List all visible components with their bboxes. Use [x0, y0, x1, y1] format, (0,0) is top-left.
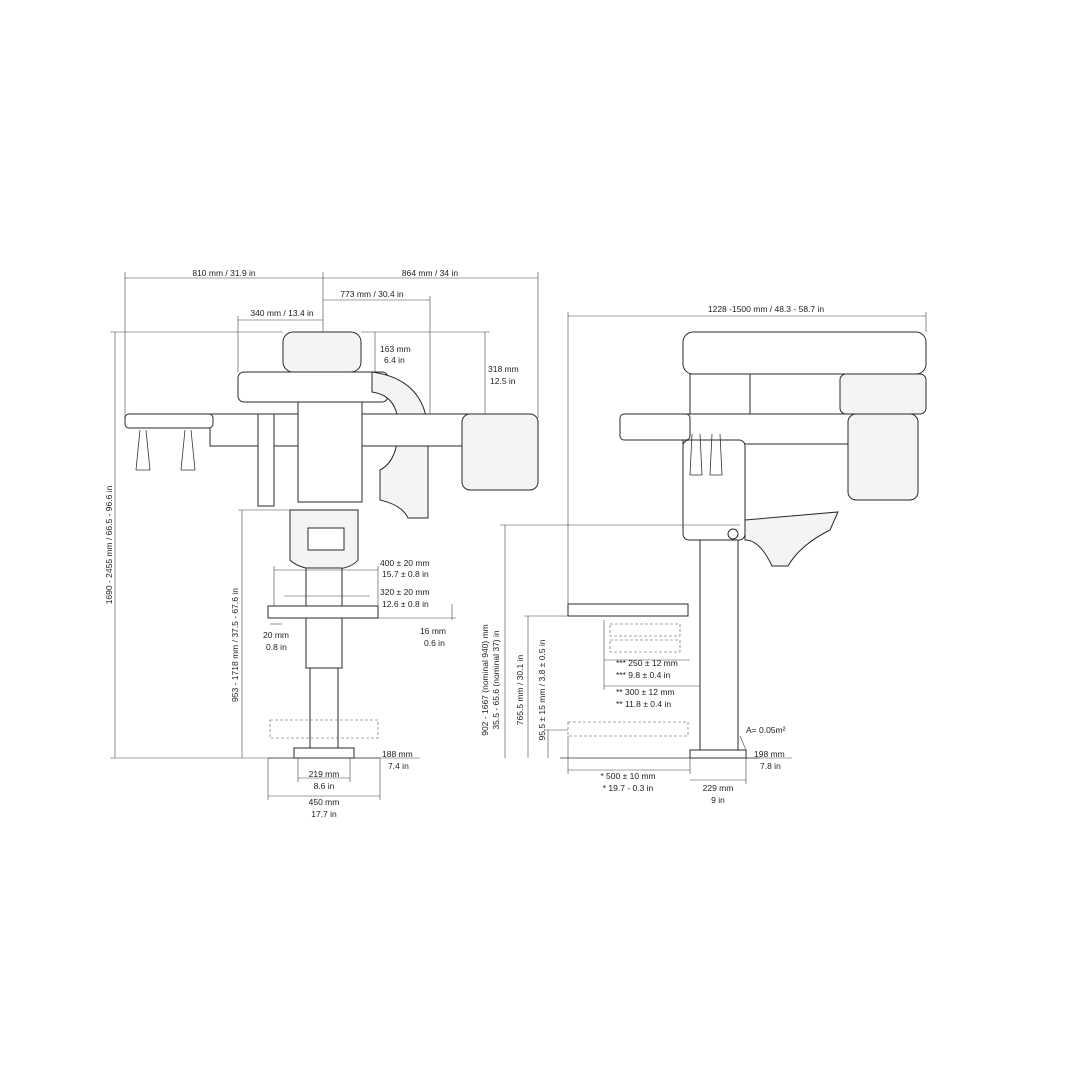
front-wall-bracket-lower	[269, 719, 379, 739]
side-top-arm	[682, 331, 927, 375]
dim-810: 810 mm / 31.9 in	[192, 268, 256, 278]
dim-902-a: 902 - 1667 (nominal 940) mm	[480, 624, 490, 736]
front-right-box	[461, 413, 539, 491]
dim-163-mm: 163 mm	[380, 344, 411, 354]
dim-450-in: 17.7 in	[311, 809, 337, 819]
front-chin-cup	[307, 527, 345, 551]
dim-95: 95.5 ± 15 mm / 3.8 ± 0.5 in	[537, 639, 547, 740]
dim-198-in: 7.8 in	[760, 761, 781, 771]
side-column	[699, 539, 739, 751]
side-dimensions: 1228 -1500 mm / 48.3 - 58.7 in 902 - 166…	[480, 304, 927, 805]
dim-902-b: 35.5 - 65.6 (nominal 37) in	[491, 630, 501, 729]
front-left-post	[257, 413, 275, 507]
dim-16-mm: 16 mm	[420, 626, 446, 636]
dim-864: 864 mm / 34 in	[402, 268, 458, 278]
side-knob	[727, 528, 739, 540]
side-view	[560, 331, 927, 759]
dim-318-in: 12.5 in	[490, 376, 516, 386]
front-central-body	[297, 401, 363, 503]
dim-250-in: *** 9.8 ± 0.4 in	[616, 670, 671, 680]
dim-229-in: 9 in	[711, 795, 725, 805]
dim-450-mm: 450 mm	[309, 797, 340, 807]
side-wall-bracket	[567, 603, 689, 617]
dim-300-in: ** 11.8 ± 0.4 in	[616, 699, 671, 709]
dim-1228: 1228 -1500 mm / 48.3 - 58.7 in	[708, 304, 825, 314]
side-upper-body	[689, 373, 751, 415]
side-clip-a	[689, 433, 703, 476]
front-view	[124, 331, 539, 759]
dim-219-mm: 219 mm	[309, 769, 340, 779]
front-dimensions: 810 mm / 31.9 in 864 mm / 34 in 773 mm /…	[104, 268, 539, 819]
side-bracket-lower	[567, 721, 689, 737]
dim-16-in: 0.6 in	[424, 638, 445, 648]
dim-area: A= 0.05m²	[746, 725, 786, 735]
side-base	[689, 749, 747, 759]
front-left-clip-a	[135, 429, 151, 471]
side-bracket-ghost-b	[609, 639, 681, 653]
dim-400-mm: 400 ± 20 mm	[380, 558, 430, 568]
front-base	[293, 747, 355, 759]
front-upper-arm	[237, 371, 389, 403]
dim-318-mm: 318 mm	[488, 364, 519, 374]
dim-320-mm: 320 ± 20 mm	[380, 587, 430, 597]
dim-1690: 1690 - 2455 mm / 66.5 - 96.6 in	[104, 485, 114, 604]
side-bracket-ghost-a	[609, 623, 681, 637]
dim-340: 340 mm / 13.4 in	[250, 308, 314, 318]
side-rear-head	[839, 373, 927, 415]
dim-400-in: 15.7 ± 0.8 in	[382, 569, 429, 579]
dim-20-mm: 20 mm	[263, 630, 289, 640]
side-clip-b	[709, 433, 723, 476]
dim-219-in: 8.6 in	[314, 781, 335, 791]
dim-163-in: 6.4 in	[384, 355, 405, 365]
dim-20-in: 0.8 in	[266, 642, 287, 652]
dim-500-mm: * 500 ± 10 mm	[600, 771, 655, 781]
dim-765: 765.5 mm / 30.1 in	[515, 655, 525, 726]
dim-953: 953 - 1718 mm / 37.5 - 67.6 in	[230, 588, 240, 702]
side-rear-sensor	[847, 413, 919, 501]
front-column-lower	[309, 667, 339, 749]
front-left-shelf	[124, 413, 214, 429]
front-wall-bracket-upper	[267, 605, 379, 619]
front-left-clip-b	[180, 429, 196, 471]
dim-300-mm: ** 300 ± 12 mm	[616, 687, 675, 697]
side-handle	[744, 511, 839, 567]
side-mid-bar	[682, 413, 854, 445]
dim-229-mm: 229 mm	[703, 783, 734, 793]
dim-188-in: 7.4 in	[388, 761, 409, 771]
side-chin-shelf	[619, 413, 691, 441]
front-head-unit	[282, 331, 362, 373]
dim-188-mm: 188 mm	[382, 749, 413, 759]
dim-500-in: * 19.7 - 0.3 in	[603, 783, 654, 793]
dim-773: 773 mm / 30.4 in	[340, 289, 404, 299]
dim-320-in: 12.6 ± 0.8 in	[382, 599, 429, 609]
dim-198-mm: 198 mm	[754, 749, 785, 759]
dim-250-mm: *** 250 ± 12 mm	[616, 658, 678, 668]
